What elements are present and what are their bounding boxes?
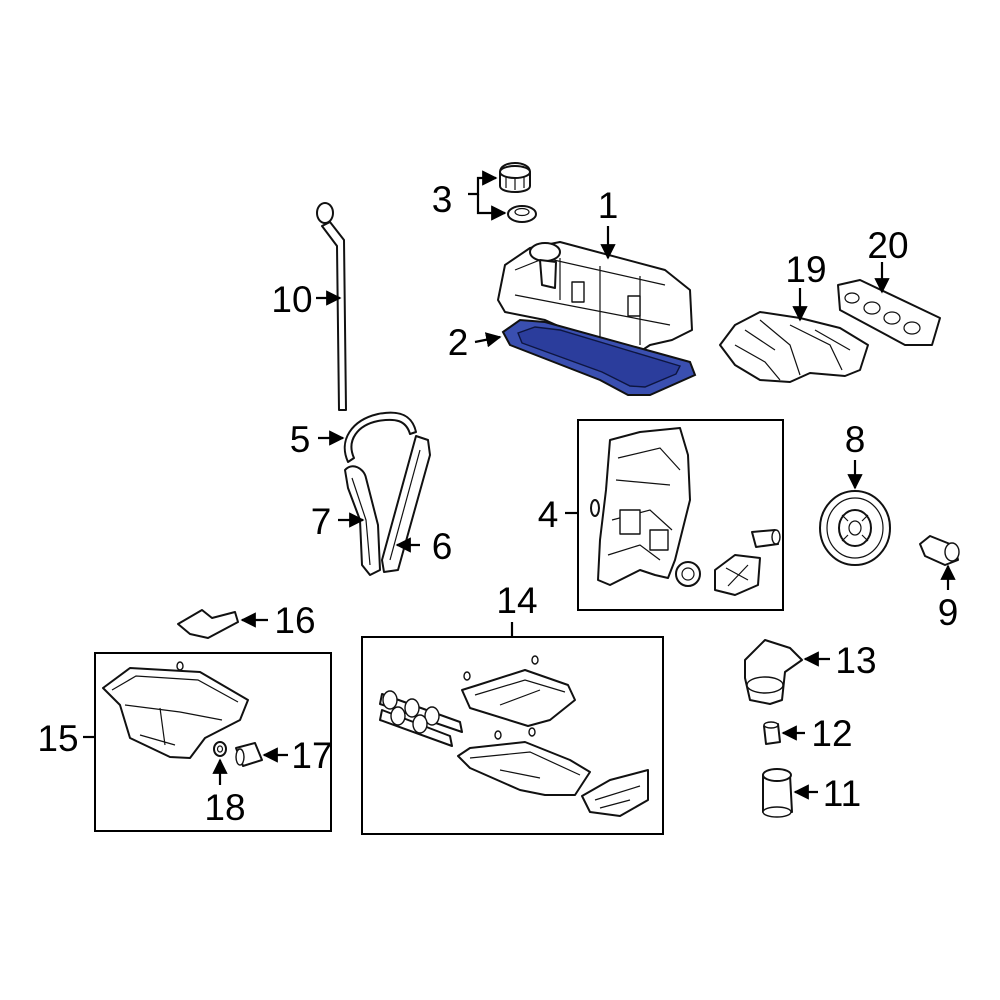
- part-cover-plate[interactable]: [714, 554, 761, 596]
- part-oil-baffle[interactable]: [177, 609, 239, 639]
- callout-20[interactable]: 20: [867, 225, 908, 266]
- callout-18[interactable]: 18: [204, 787, 245, 828]
- callout-9[interactable]: 9: [938, 592, 959, 633]
- part-crank-pulley[interactable]: [819, 490, 891, 566]
- part-timing-chain[interactable]: [343, 411, 417, 463]
- part-camshaft-holder-upper[interactable]: [461, 655, 576, 727]
- callout-14[interactable]: 14: [496, 580, 537, 621]
- callout-8[interactable]: 8: [845, 419, 866, 460]
- callout-5[interactable]: 5: [290, 419, 311, 460]
- callout-19[interactable]: 19: [785, 249, 826, 290]
- part-filter-housing[interactable]: [744, 639, 803, 705]
- callout-3[interactable]: 3: [432, 179, 453, 220]
- part-oil-filter[interactable]: [762, 768, 793, 818]
- part-camshafts[interactable]: [379, 690, 463, 747]
- part-oil-pan[interactable]: [102, 661, 249, 759]
- leader-lines: [83, 170, 956, 800]
- callout-11[interactable]: 11: [823, 773, 861, 814]
- callout-1[interactable]: 1: [598, 185, 619, 226]
- group-box-4: [577, 419, 784, 611]
- part-timing-cover-oring[interactable]: [590, 499, 600, 517]
- part-oil-filler-seal[interactable]: [507, 205, 537, 223]
- part-filter-sleeve[interactable]: [763, 721, 781, 745]
- part-pulley-bolt[interactable]: [919, 535, 960, 566]
- callout-13[interactable]: 13: [835, 640, 876, 681]
- part-camshaft-holder-lower[interactable]: [457, 727, 591, 796]
- part-intake-manifold[interactable]: [719, 311, 869, 383]
- part-valve-cover-gasket[interactable]: [501, 318, 697, 396]
- callout-7[interactable]: 7: [311, 501, 332, 542]
- part-drain-washer[interactable]: [213, 741, 227, 757]
- group-box-15: [94, 652, 332, 832]
- callout-6[interactable]: 6: [432, 526, 453, 567]
- callout-2[interactable]: 2: [448, 322, 469, 363]
- callout-10[interactable]: 10: [271, 279, 312, 320]
- callout-15[interactable]: 15: [37, 718, 78, 759]
- part-chain-case[interactable]: [581, 769, 649, 817]
- callout-12[interactable]: 12: [811, 713, 852, 754]
- part-crank-seal[interactable]: [675, 561, 701, 587]
- part-oil-filler-cap[interactable]: [499, 162, 531, 193]
- part-valve-cover[interactable]: [497, 241, 693, 356]
- part-timing-cover[interactable]: [597, 427, 691, 586]
- callout-4[interactable]: 4: [538, 494, 559, 535]
- part-dipstick[interactable]: [316, 202, 347, 411]
- part-drain-bolt[interactable]: [235, 742, 263, 767]
- part-chain-guide[interactable]: [381, 435, 431, 573]
- callout-17[interactable]: 17: [291, 735, 332, 776]
- part-cover-dowel[interactable]: [751, 529, 781, 548]
- part-intake-gasket[interactable]: [837, 279, 941, 346]
- callout-16[interactable]: 16: [274, 600, 315, 641]
